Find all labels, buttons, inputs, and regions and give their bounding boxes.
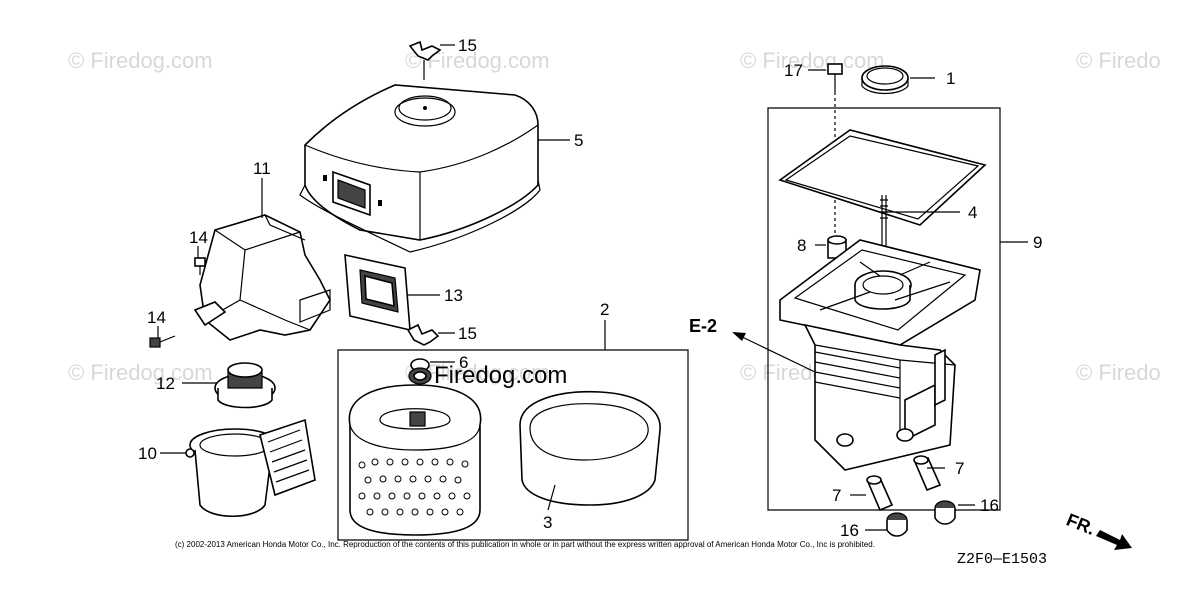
front-label: FR.: [1064, 510, 1098, 539]
cap-right: [934, 500, 956, 525]
wing-nut-lower: [406, 323, 440, 346]
callout-11: 11: [253, 159, 271, 178]
callout-13: 13: [444, 286, 463, 305]
seal-6: [408, 358, 432, 385]
foam-element: [519, 390, 661, 506]
front-arrow: [1096, 530, 1132, 550]
element-box: [337, 349, 689, 541]
watermark: © Firedog.com: [68, 48, 213, 73]
collar: [827, 235, 847, 259]
e2-arrow: [732, 332, 816, 373]
callout-8: 8: [797, 236, 806, 255]
screen: [214, 362, 276, 409]
seal-ring: [861, 65, 909, 95]
air-cleaner-cover: [299, 84, 541, 253]
callout-16-lower: 16: [840, 521, 859, 540]
wing-nut-top: [408, 40, 442, 80]
tube-lower: [866, 475, 894, 512]
air-cleaner-case: [185, 418, 316, 518]
callout-5: 5: [574, 131, 583, 150]
center-watermark: Firedog.com: [434, 362, 567, 389]
air-cleaner-elbow: [193, 214, 331, 341]
watermark: © Firedo: [1076, 48, 1161, 73]
bolt-lower: [149, 335, 176, 348]
callout-16-right: 16: [980, 496, 999, 515]
callout-15-top: 15: [458, 36, 477, 55]
base-box: [767, 107, 1001, 511]
callout-4: 4: [968, 203, 977, 222]
element-pleats: [358, 458, 471, 516]
callout-14-upper: 14: [189, 228, 208, 247]
cap-lower: [886, 512, 908, 537]
watermark: © Firedog.com: [68, 360, 213, 385]
watermark: © Firedo: [1076, 360, 1161, 385]
watermark: © Firedog.com: [740, 48, 885, 73]
callout-14-lower: 14: [147, 308, 166, 327]
gasket-4: [778, 129, 987, 226]
callout-7-lower: 7: [832, 486, 841, 505]
callout-17: 17: [784, 61, 803, 80]
callout-15-lower: 15: [458, 324, 477, 343]
direction-label: E-2: [689, 316, 717, 336]
callout-3: 3: [543, 513, 552, 532]
callout-1: 1: [946, 69, 955, 88]
air-cleaner-base: [779, 239, 981, 471]
diagram-code: Z2F0—E1503: [957, 551, 1047, 568]
bolt-upper: [194, 257, 206, 275]
callout-10: 10: [138, 444, 157, 463]
tube-upper: [913, 455, 942, 492]
callout-7-upper: 7: [955, 459, 964, 478]
copyright-notice: (c) 2002-2013 American Honda Motor Co., …: [175, 540, 875, 549]
gasket: [344, 253, 411, 332]
callout-6: 6: [459, 353, 468, 372]
leader-lines: [157, 44, 1028, 531]
callout-2: 2: [600, 300, 609, 319]
paper-element: [348, 384, 482, 536]
callout-9: 9: [1033, 233, 1042, 252]
callout-12: 12: [156, 374, 175, 393]
